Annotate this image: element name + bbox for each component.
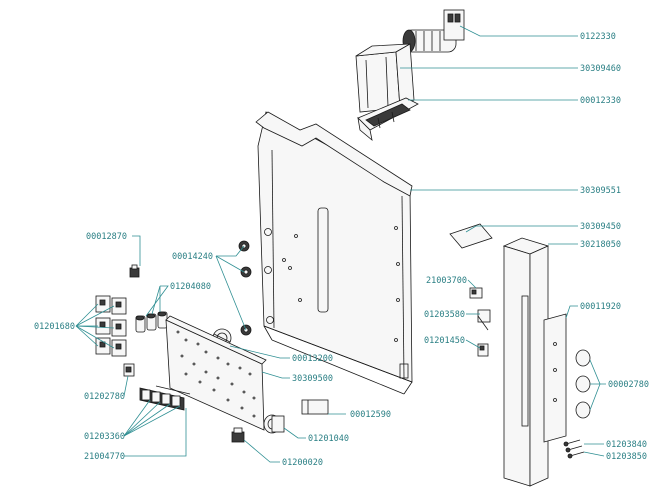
label-01203840: 01203840 (606, 440, 647, 450)
knob-parts (575, 349, 591, 419)
label-00013200: 00013200 (292, 354, 333, 364)
front-column-part (502, 237, 550, 487)
label-01202780: 01202780 (84, 392, 125, 402)
terminal-strip-part (139, 385, 191, 411)
relay-single-part (123, 363, 135, 377)
leader-lines (75, 25, 606, 463)
label-00012590: 00012590 (350, 410, 391, 420)
label-21003700: 21003700 (426, 276, 467, 286)
roller-fan-part (402, 9, 465, 53)
button-strip-part (543, 313, 567, 443)
label-01204080: 01204080 (170, 282, 211, 292)
label-01203360: 01203360 (84, 432, 125, 442)
relay-bank-part (95, 295, 127, 357)
connector-block-part (231, 427, 245, 443)
label-21004770: 21004770 (84, 452, 125, 462)
label-00014240: 00014240 (172, 252, 213, 262)
label-01200020: 01200020 (282, 458, 323, 468)
label-01201680: 01201680 (34, 322, 75, 332)
label-00012870: 00012870 (86, 232, 127, 242)
spring-clip-parts (563, 439, 585, 459)
label-30218050: 30218050 (580, 240, 621, 250)
label-00011920: 00011920 (580, 302, 621, 312)
door-switch-part (469, 287, 491, 357)
label-0122330: 0122330 (580, 32, 616, 42)
motor-bracket-part (357, 97, 419, 142)
cover-plate-part (449, 223, 493, 249)
motor-part (263, 414, 285, 434)
label-01203580: 01203580 (424, 310, 465, 320)
heating-element-part (301, 399, 329, 415)
label-01201450: 01201450 (424, 336, 465, 346)
label-01201040: 01201040 (308, 434, 349, 444)
label-30309500: 30309500 (292, 374, 333, 384)
part-labels: 0122330 30309460 00012330 30309551 30309… (34, 32, 649, 468)
label-01203850: 01203850 (606, 452, 647, 462)
label-30309460: 30309460 (580, 64, 621, 74)
label-30309450: 30309450 (580, 222, 621, 232)
label-00002780: 00002780 (608, 380, 649, 390)
small-switch-part (129, 264, 140, 278)
label-30309551: 30309551 (580, 186, 621, 196)
circuit-board-part (165, 315, 267, 431)
grommet-parts (238, 240, 252, 336)
capacitor-parts (135, 311, 168, 333)
blower-housing-part (355, 43, 415, 113)
main-back-panel (255, 111, 413, 395)
label-00012330: 00012330 (580, 96, 621, 106)
